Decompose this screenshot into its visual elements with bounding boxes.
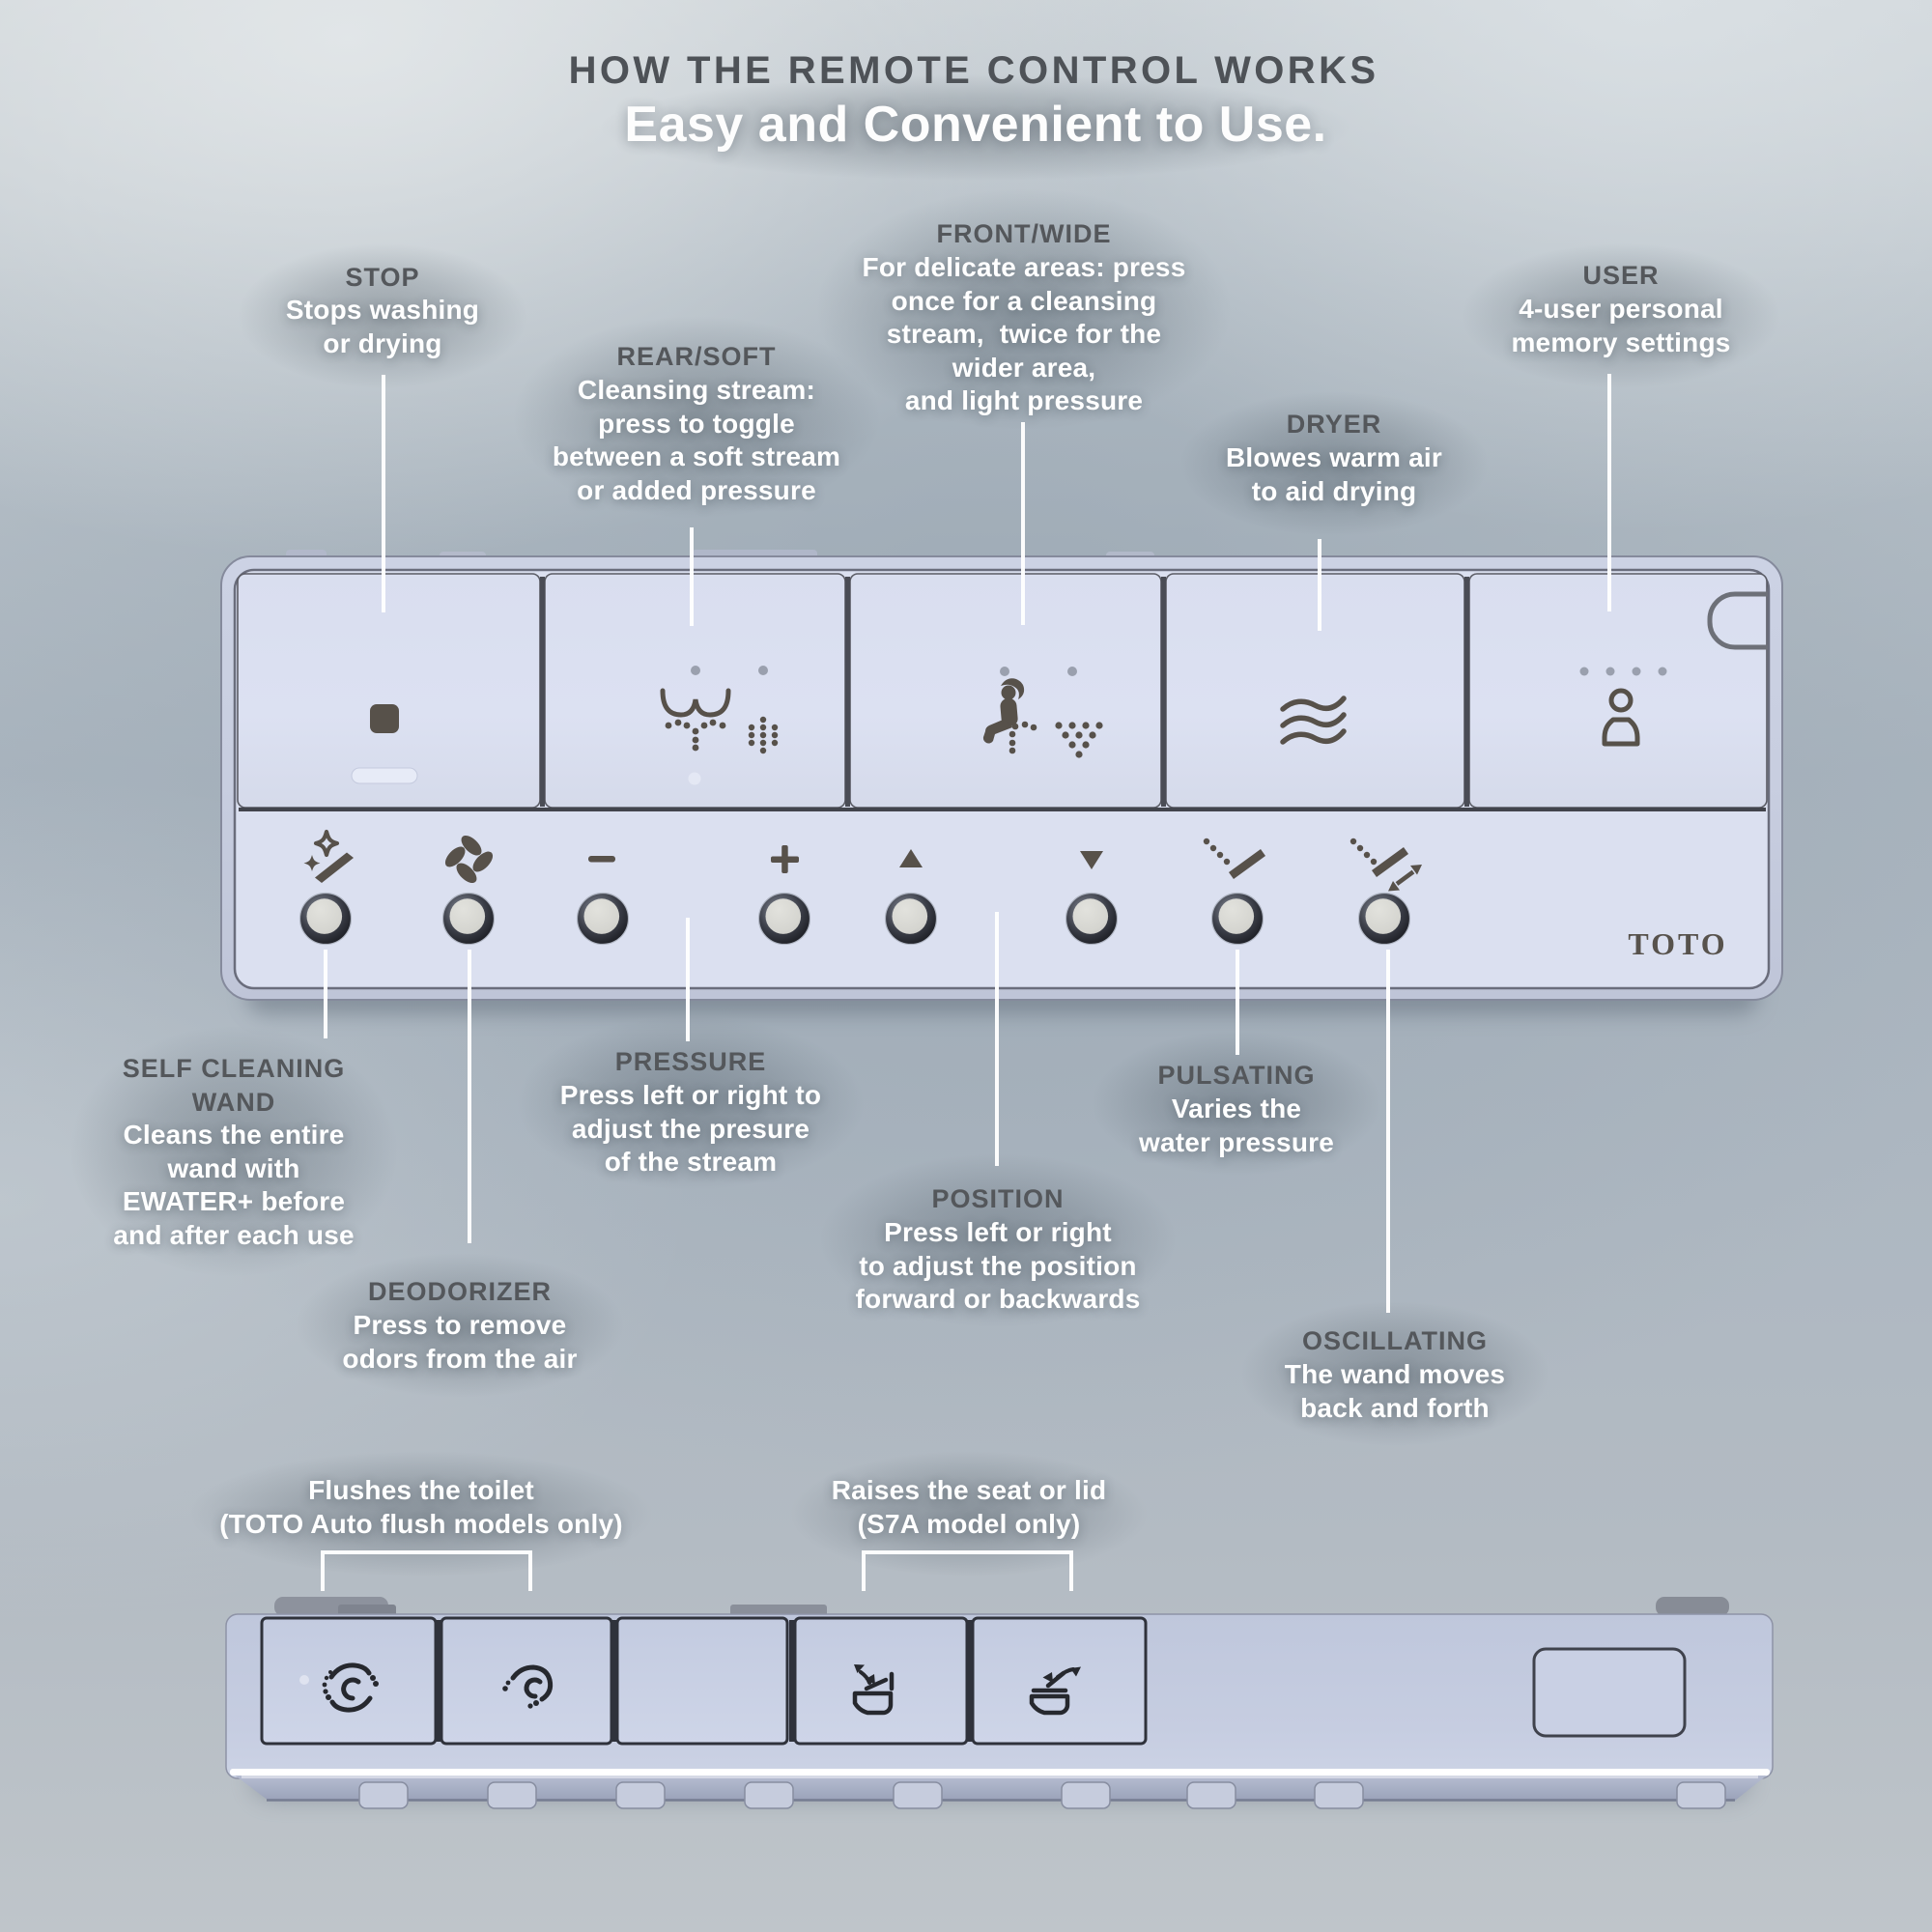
- svg-text:TOTO: TOTO: [1628, 926, 1727, 961]
